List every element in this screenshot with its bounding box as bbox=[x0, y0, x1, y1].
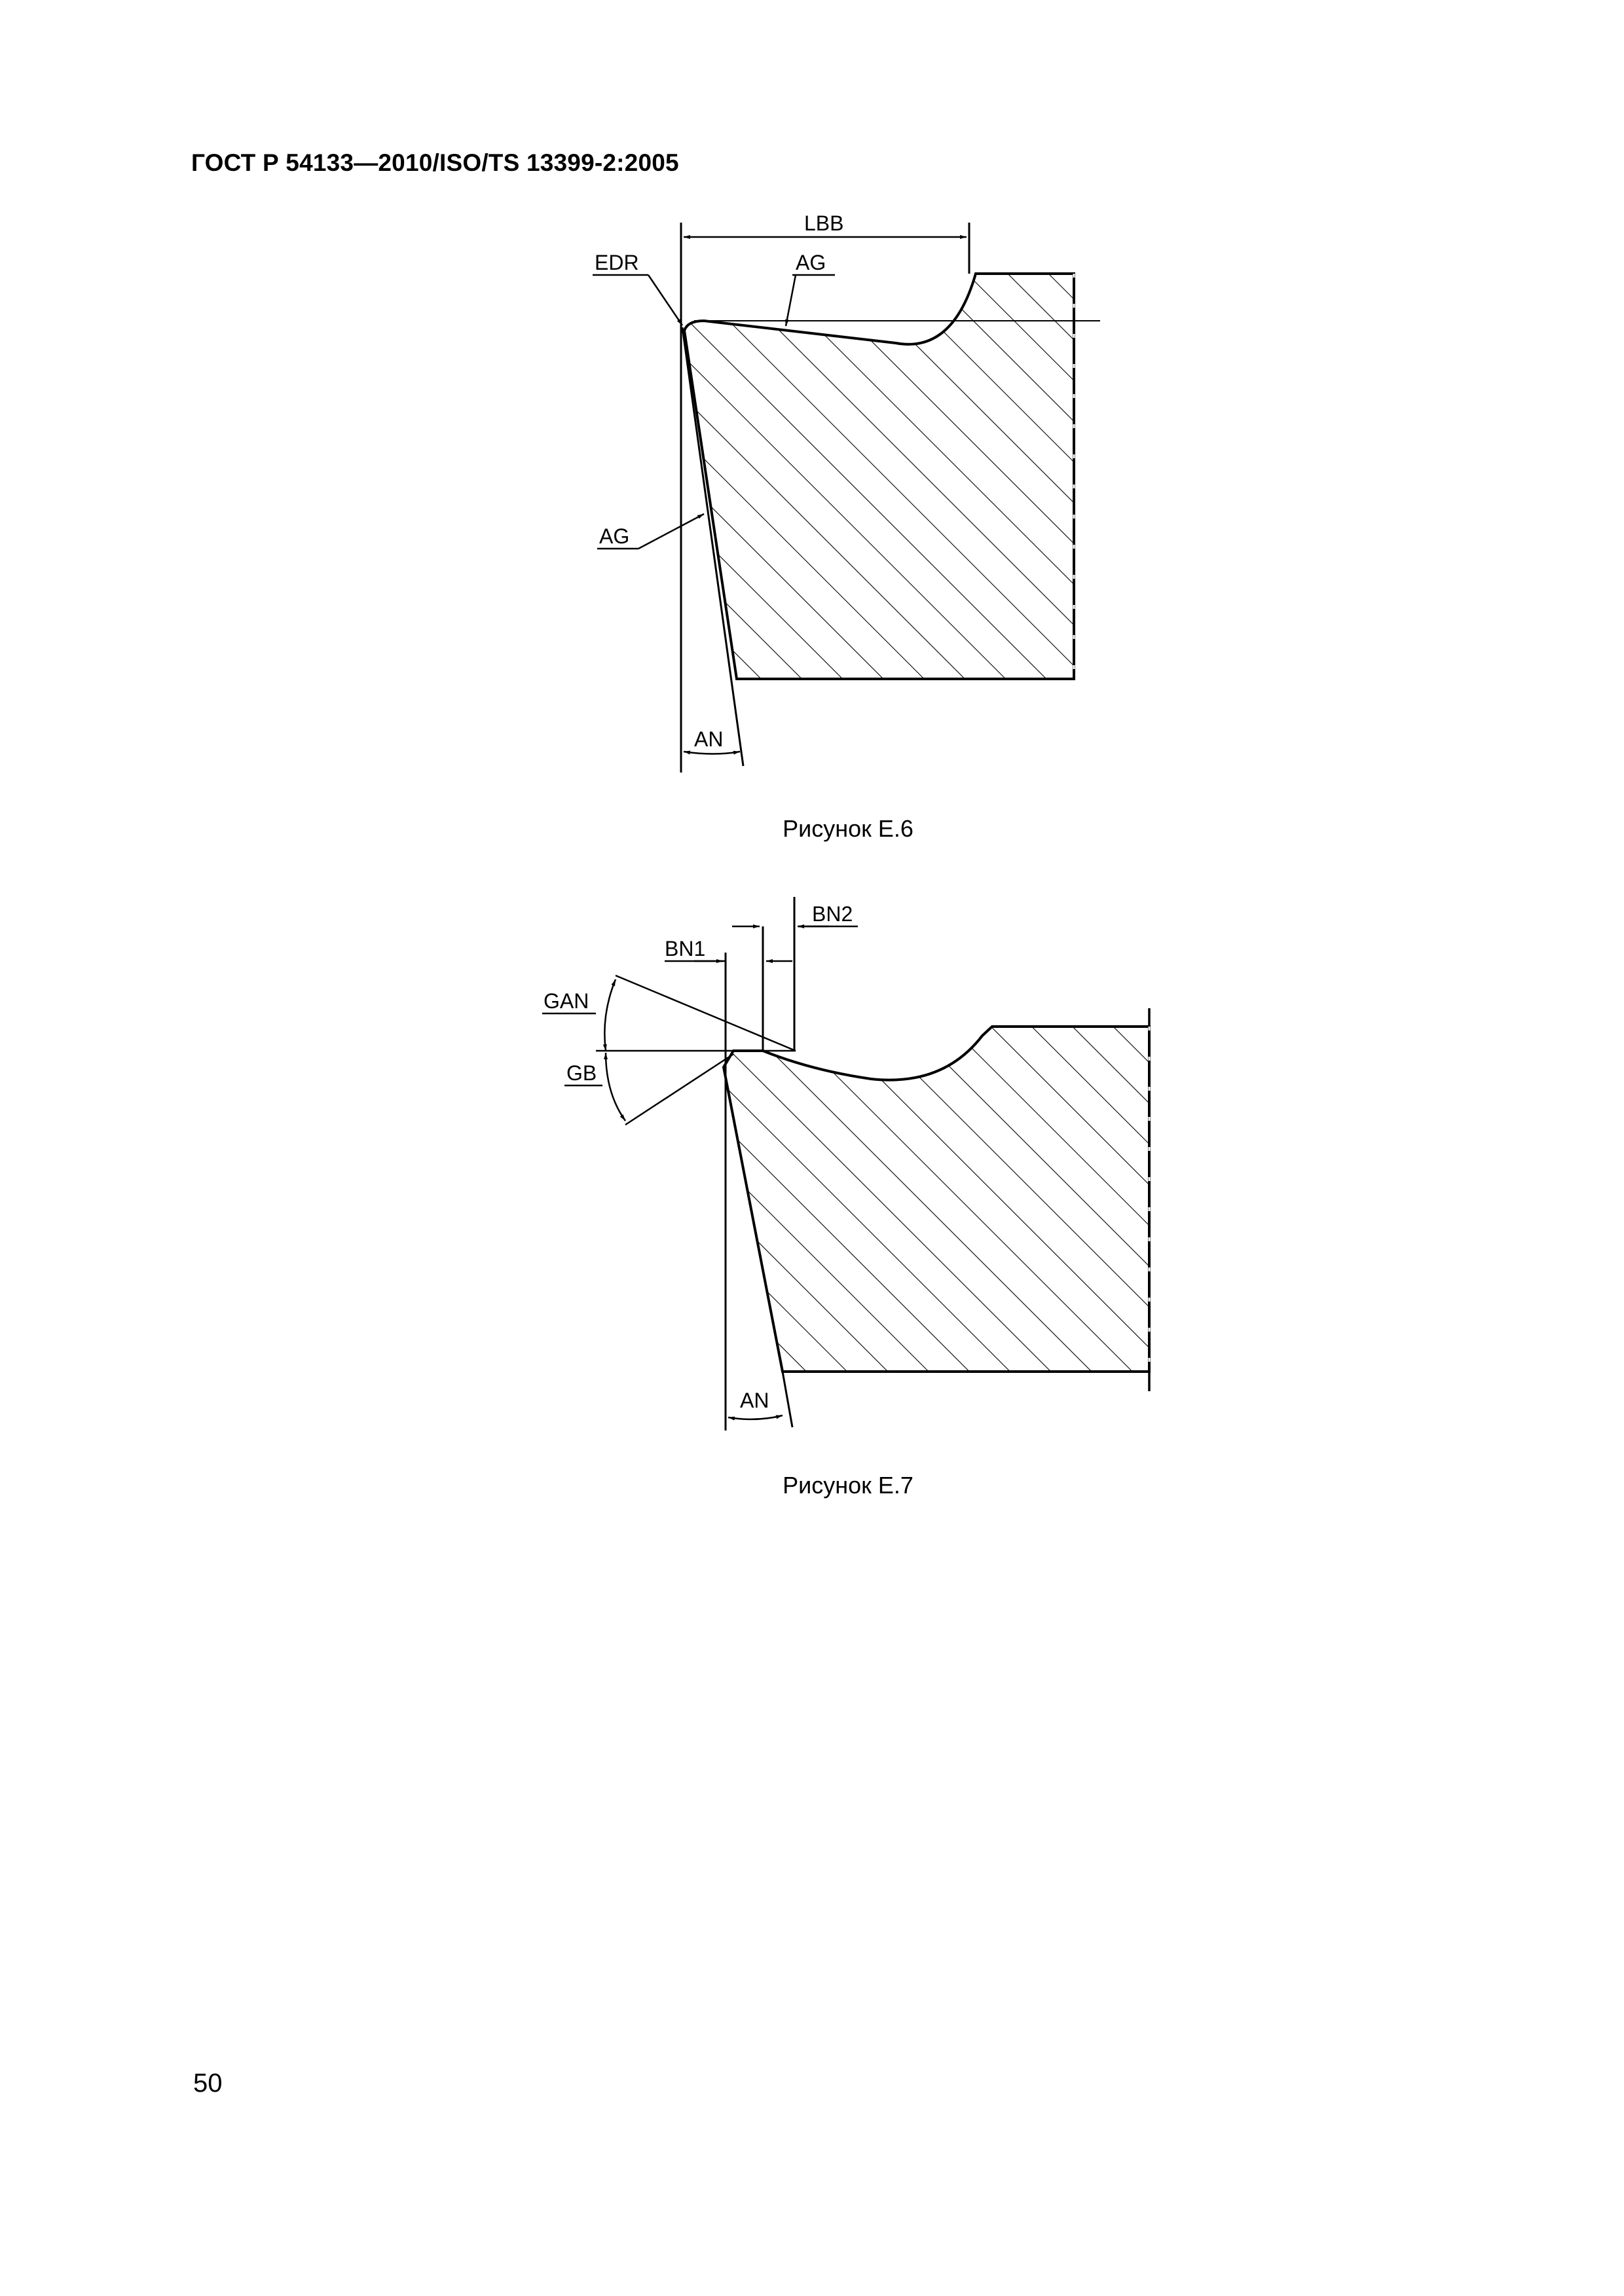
label-ag-left: AG bbox=[599, 524, 629, 548]
label-bn1: BN1 bbox=[665, 937, 705, 960]
label-lbb: LBB bbox=[804, 211, 843, 235]
tool-section-e7 bbox=[722, 1025, 1151, 1373]
label-an-e6: AN bbox=[694, 727, 723, 751]
caption-figure-e7: Рисунок Е.7 bbox=[783, 1472, 913, 1499]
caption-figure-e6: Рисунок Е.6 bbox=[783, 815, 913, 842]
tool-section-e6 bbox=[682, 272, 1075, 680]
label-gan: GAN bbox=[544, 989, 589, 1013]
label-edr: EDR bbox=[595, 251, 639, 274]
label-gb: GB bbox=[566, 1061, 597, 1085]
label-an-e7: AN bbox=[740, 1389, 769, 1412]
page-header-standard-code: ГОСТ Р 54133—2010/ISO/TS 13399-2:2005 bbox=[191, 149, 679, 176]
page-number: 50 bbox=[193, 2069, 223, 2098]
label-ag-top: AG bbox=[796, 251, 826, 274]
figure-e6-drawing: LBB AN EDR AG AG bbox=[593, 211, 1100, 773]
figure-e7-drawing: BN2 BN1 GAN GB AN bbox=[542, 897, 1151, 1430]
label-bn2: BN2 bbox=[812, 902, 853, 926]
